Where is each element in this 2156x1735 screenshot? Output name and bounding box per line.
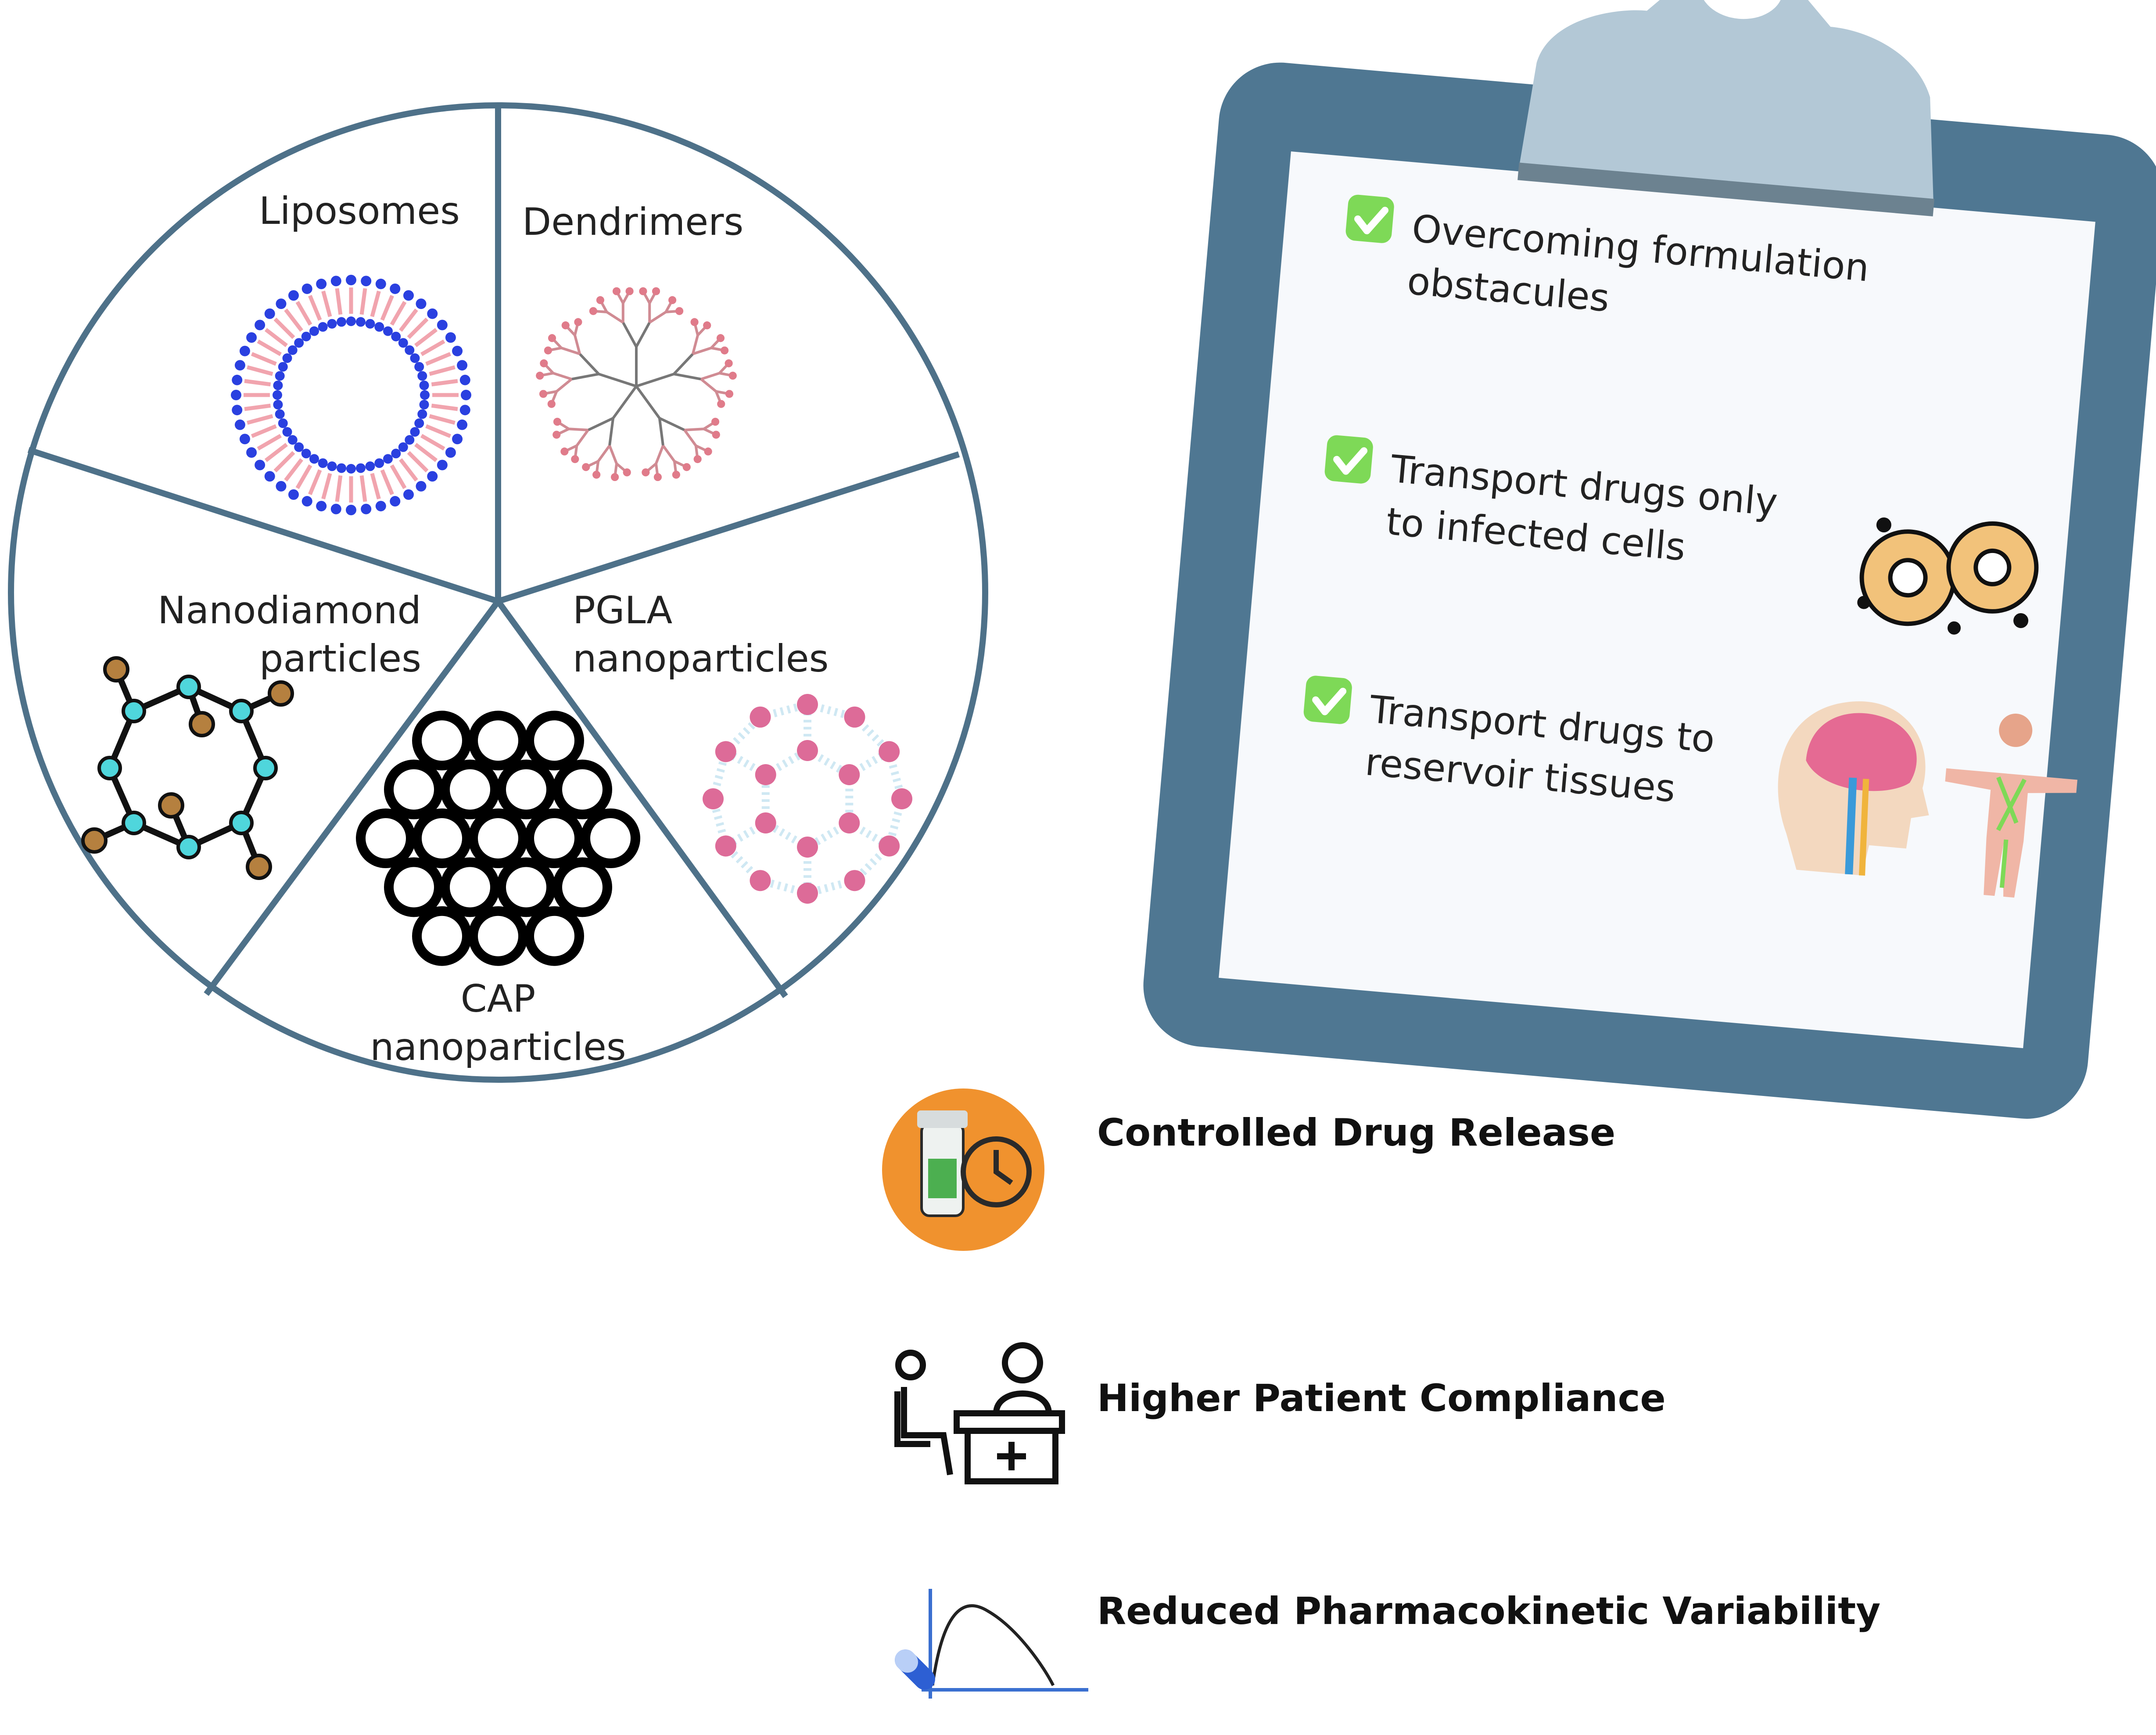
body-lymph-icon <box>1945 713 2077 898</box>
nanocarrier-wheel: Liposomes Dendrimers PGLA nanoparticles … <box>8 102 988 1083</box>
pgla-nanoparticle-icon <box>703 694 912 904</box>
check-icon <box>1345 194 1394 243</box>
drug-release-clock-icon <box>882 1088 1044 1251</box>
benefit-patient-compliance: Higher Patient Compliance <box>894 1342 1666 1484</box>
liposome-icon <box>231 275 471 515</box>
clipboard: Overcoming formulation obstacules Transp… <box>1143 0 2156 1119</box>
benefit-label: Higher Patient Compliance <box>1097 1376 1666 1420</box>
segment-label-dendrimers: Dendrimers <box>522 200 743 244</box>
pk-curve-icon <box>895 1589 1088 1699</box>
segment-label-nanodiamond-line2: particles <box>259 637 421 681</box>
wheel-divider <box>27 447 499 604</box>
dendrimer-icon <box>536 287 737 481</box>
benefit-controlled-release: Controlled Drug Release <box>882 1088 1615 1251</box>
cap-nanoparticle-icon <box>356 711 640 966</box>
segment-label-cap-line2: nanoparticles <box>370 1025 626 1069</box>
segment-label-nanodiamond-line1: Nanodiamond <box>158 589 421 632</box>
clipboard-clip <box>1517 0 1935 217</box>
brain-icon <box>1778 701 1929 876</box>
segment-label-pgla-line1: PGLA <box>573 589 672 632</box>
patient-doctor-icon <box>894 1342 1065 1484</box>
check-icon <box>1324 435 1373 484</box>
benefit-label: Controlled Drug Release <box>1097 1111 1615 1155</box>
wheel-divider <box>204 599 501 996</box>
segment-label-pgla-line2: nanoparticles <box>573 637 829 681</box>
check-icon <box>1303 675 1352 724</box>
segment-label-cap-line1: CAP <box>461 977 536 1021</box>
wheel-divider <box>497 451 960 604</box>
benefit-label: Reduced Pharmacokinetic Variability <box>1097 1589 1880 1633</box>
infected-cells-icon <box>1857 517 2039 635</box>
wheel-divider <box>495 599 788 999</box>
nanodiamond-icon <box>81 656 294 880</box>
segment-label-liposomes: Liposomes <box>259 189 460 233</box>
benefit-pk-variability: Reduced Pharmacokinetic Variability <box>895 1589 1880 1699</box>
